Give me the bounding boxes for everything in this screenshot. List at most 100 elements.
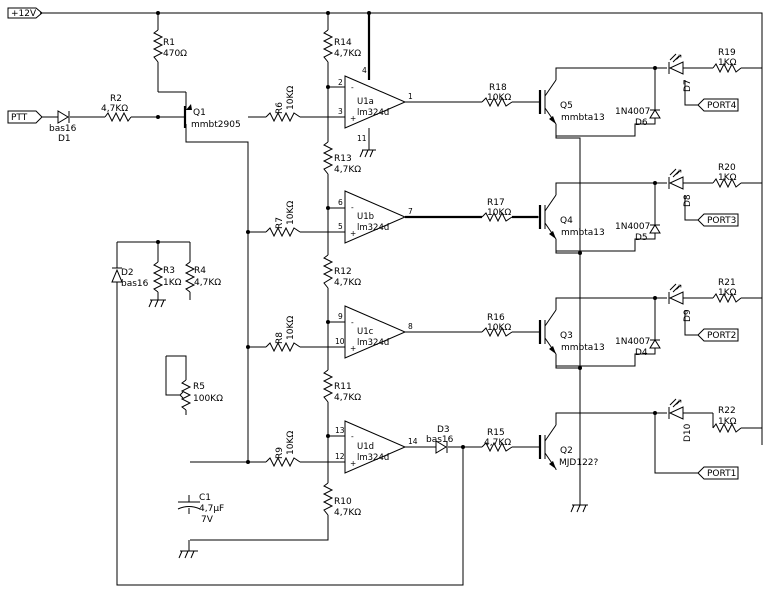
r7-ref: R7	[275, 217, 285, 229]
r7-value: 10KΩ	[286, 201, 296, 225]
ground-icon	[570, 504, 588, 513]
r9-ref: R9	[275, 447, 285, 459]
r22-ref: R22	[718, 406, 736, 416]
r10-value: 4,7KΩ	[334, 508, 361, 518]
r20-value: 1KΩ	[718, 173, 737, 183]
transistor-q5: Q5 mmbta13	[538, 79, 605, 125]
u1b-pin-noninv: 5	[338, 222, 343, 231]
resistor-r21: R21 1KΩ	[712, 278, 742, 304]
q5-part: mmbta13	[561, 113, 605, 123]
led-d8: ↗ D8	[668, 168, 693, 207]
r11-value: 4,7KΩ	[334, 393, 361, 403]
diode-d1: bas16 D1	[49, 110, 77, 144]
r2-value: 4,7KΩ	[101, 104, 128, 114]
r17-value: 10KΩ	[487, 208, 511, 218]
q4-ref: Q4	[560, 216, 573, 226]
q3-ref: Q3	[560, 331, 573, 341]
transistor-q4: Q4 mmbta13	[538, 194, 605, 240]
wires	[40, 12, 763, 586]
r18-value: 10KΩ	[487, 93, 511, 103]
r5-ref: R5	[193, 382, 205, 392]
u1c-pin-out: 8	[408, 322, 413, 331]
d1-part: bas16	[49, 124, 77, 134]
d7-light-icon: ↗	[675, 53, 683, 63]
resistor-r22: R22 1KΩ	[712, 406, 742, 434]
d4-ref: D4	[635, 348, 648, 358]
d3-part: bas16	[426, 435, 454, 445]
d5-ref: D5	[635, 233, 648, 243]
q3-part: mmbta13	[561, 343, 605, 353]
q5-ref: Q5	[560, 101, 573, 111]
transistor-q1: Q1 mmbt2905	[183, 92, 241, 130]
d5-part: 1N4007	[615, 222, 650, 232]
d10-light-icon: ↗	[675, 398, 683, 408]
port2-label: PORT2	[707, 331, 736, 341]
r3-value: 1KΩ	[163, 278, 182, 288]
resistor-r7: R7 10KΩ	[265, 201, 301, 238]
ground-icon	[148, 299, 166, 308]
r22-value: 1KΩ	[718, 417, 737, 427]
led-d7: ↗ D7	[668, 53, 693, 92]
resistor-r5: R5 100KΩ	[179, 379, 223, 411]
r18-ref: R18	[489, 83, 507, 93]
u1a-pin-inv: 2	[338, 78, 343, 87]
port2-flag: PORT2	[697, 328, 739, 342]
r14-value: 4,7KΩ	[334, 49, 361, 59]
led-d10: ↗ D10	[668, 398, 693, 442]
r1-value: 470Ω	[163, 49, 187, 59]
u1a-minus: -	[351, 83, 354, 92]
u1a-pin-out: 1	[408, 92, 413, 101]
diode-d4: 1N4007 D4	[615, 337, 661, 358]
diode-d5: 1N4007 D5	[615, 222, 661, 243]
u1b-ref: U1b	[357, 212, 374, 222]
r4-value: 4,7KΩ	[194, 278, 221, 288]
transistor-q3: Q3 mmbta13	[538, 309, 605, 355]
u1c-part: lm324d	[357, 338, 389, 348]
r17-ref: R17	[487, 198, 505, 208]
capacitor-c1: C1 4,7µF 7V	[177, 493, 224, 525]
diode-d6: 1N4007 D6	[615, 107, 661, 128]
d2-part: bas16	[121, 279, 149, 289]
d1-ref: D1	[58, 134, 71, 144]
u1c-pin-inv: 9	[338, 312, 343, 321]
supply-label: +12V	[11, 9, 37, 19]
u1d-minus: -	[351, 432, 354, 441]
resistor-r12: R12 4,7KΩ	[322, 254, 361, 289]
opamp-u1b: - + U1b lm324d 6 5 7	[338, 190, 413, 244]
resistor-r10: R10 4,7KΩ	[322, 482, 361, 518]
r13-value: 4,7KΩ	[334, 165, 361, 175]
transistor-q2: Q2 MJD122?	[538, 424, 599, 470]
resistor-r6: R6 10KΩ	[265, 86, 301, 123]
resistor-r18: R18 10KΩ	[481, 83, 513, 108]
q2-ref: Q2	[560, 446, 573, 456]
opamp-u1a: - + U1a lm324d 2 3 1 4 11	[338, 66, 413, 143]
resistor-r17: R17 10KΩ	[481, 198, 513, 223]
d8-ref: D8	[683, 194, 693, 207]
resistor-r11: R11 4,7KΩ	[322, 369, 361, 403]
resistor-r19: R19 1KΩ	[712, 48, 742, 74]
q1-ref: Q1	[193, 108, 206, 118]
r15-ref: R15	[487, 428, 505, 438]
u1d-ref: U1d	[357, 442, 374, 452]
port1-flag: PORT1	[697, 466, 739, 480]
r3-ref: R3	[163, 266, 175, 276]
u1b-minus: -	[351, 203, 354, 212]
junctions	[156, 11, 657, 464]
diode-d2: D2 bas16	[111, 267, 149, 289]
r16-ref: R16	[487, 313, 505, 323]
d6-part: 1N4007	[615, 107, 650, 117]
u1b-part: lm324d	[357, 223, 389, 233]
u1a-part: lm324d	[357, 108, 389, 118]
d2-ref: D2	[121, 268, 134, 278]
resistor-r9: R9 10KΩ	[265, 431, 301, 468]
resistor-r15: R15 4,7KΩ	[481, 428, 513, 453]
u1c-minus: -	[351, 318, 354, 327]
u1a-plus: +	[350, 114, 356, 123]
r12-value: 4,7KΩ	[334, 278, 361, 288]
opamp-u1d: - + U1d lm324d 13 12 14	[335, 420, 418, 474]
u1a-pin-vcc: 4	[362, 66, 367, 75]
port1-label: PORT1	[707, 469, 736, 479]
d7-ref: D7	[683, 79, 693, 92]
u1a-pin-noninv: 3	[338, 107, 343, 116]
